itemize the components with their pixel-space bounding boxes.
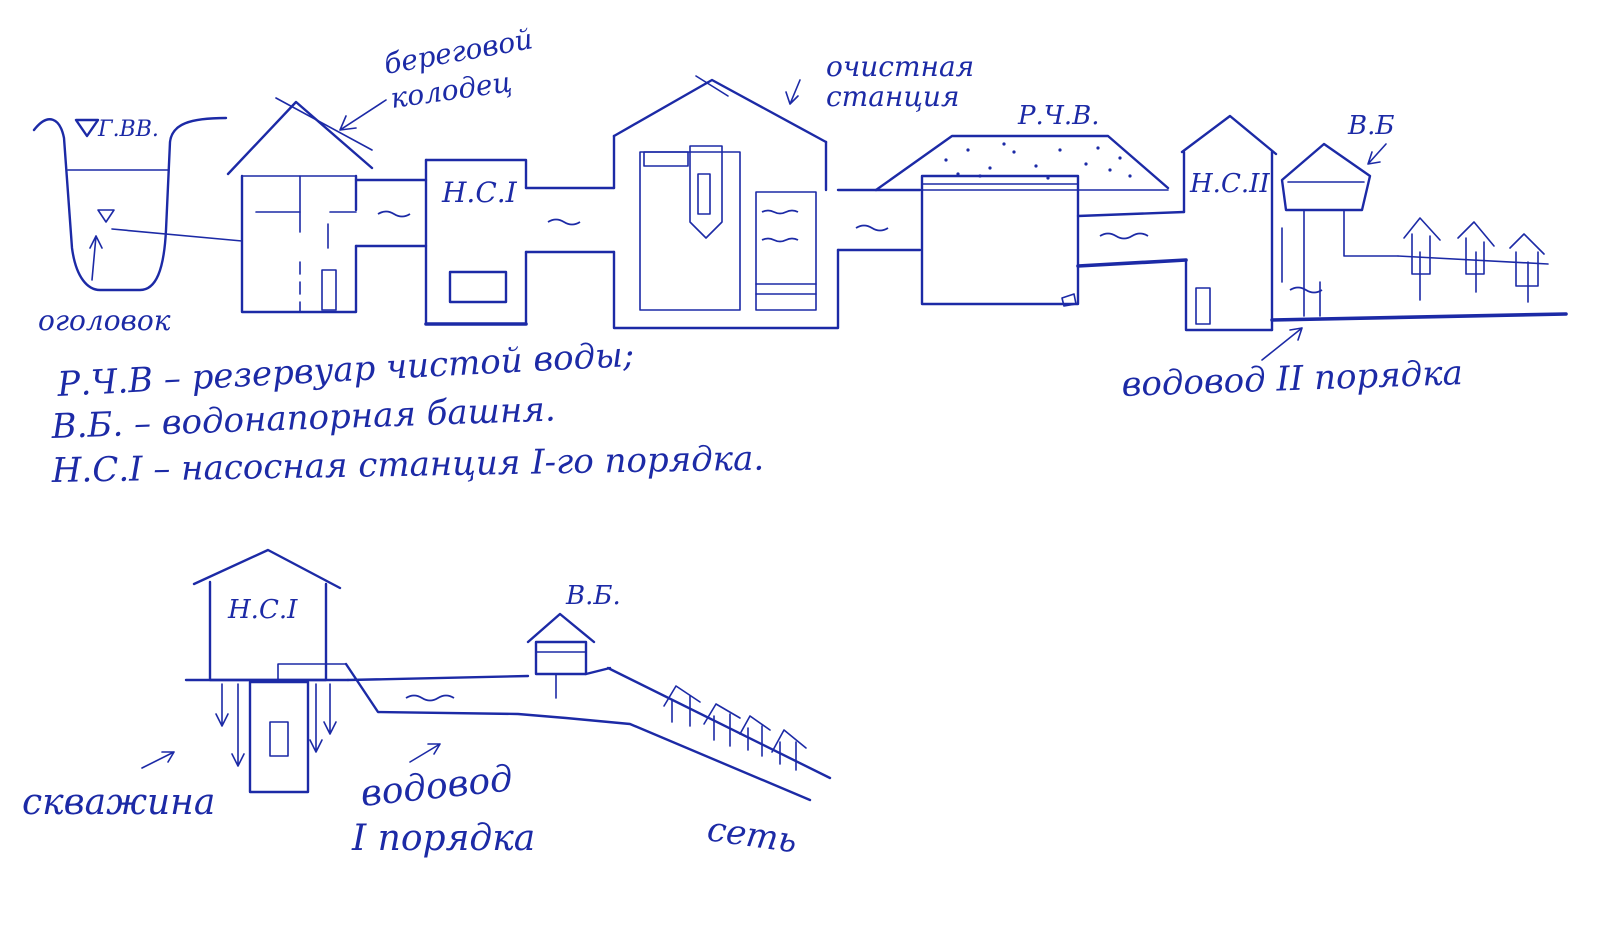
clean-water-reservoir — [874, 134, 1170, 307]
label-treatment-line2: станция — [826, 80, 959, 113]
pipe-rchv-ns2 — [1076, 210, 1186, 218]
label-conduit2: водовод II порядка — [1121, 353, 1464, 405]
label-ogolovok: оголовок — [38, 304, 171, 337]
conduit-2 — [1270, 227, 1568, 322]
arrow-borehole-icon — [141, 751, 175, 769]
label-rchv: Р.Ч.В. — [1017, 101, 1100, 131]
top-scheme: Г.ВВ. оголовок береговой колодец Н.С.I о… — [32, 22, 1568, 405]
intake-head-icon — [97, 209, 115, 223]
shore-well — [226, 97, 411, 314]
arrow-tower-icon — [1367, 143, 1387, 165]
legend-line-ns1: Н.С.I – насосная станция I-го порядка. — [50, 439, 764, 491]
label-conduit1-line2: I порядка — [351, 818, 535, 859]
river-source — [32, 116, 243, 292]
label-borehole: скважина — [22, 782, 215, 823]
bottom-scheme: Н.С.I В.Б. скважина водовод I порядка се… — [22, 548, 832, 861]
soil-dots — [944, 142, 1132, 180]
label-gvv: Г.ВВ. — [97, 117, 159, 142]
water-tower-bottom — [526, 612, 612, 699]
arrow-shore-well-icon — [339, 99, 387, 131]
pump-station-2 — [1180, 114, 1278, 332]
label-treatment-line1: очистная — [826, 50, 974, 83]
legend: Р.Ч.В – резервуар чистой воды; В.Б. – во… — [50, 335, 765, 491]
conduit-1 — [344, 662, 832, 802]
houses-top — [1403, 217, 1545, 303]
label-vb: В.Б — [1347, 111, 1394, 141]
treatment-station — [612, 75, 840, 330]
borehole — [215, 663, 347, 794]
arrow-conduit2-icon — [1261, 327, 1303, 361]
label-ns1-bottom: Н.С.I — [227, 595, 298, 625]
label-conduit1-line1: водовод — [359, 758, 515, 815]
label-ns2: Н.С.II — [1189, 169, 1270, 199]
label-vb-bottom: В.Б. — [565, 581, 621, 611]
water-level-marker-icon — [74, 118, 100, 138]
arrow-treatment-icon — [785, 79, 801, 105]
label-ns1: Н.С.I — [441, 176, 518, 209]
houses-bottom — [663, 685, 807, 771]
label-network: сеть — [705, 809, 800, 861]
arrow-intake-icon — [89, 235, 103, 281]
arrow-conduit1-icon — [409, 743, 441, 763]
water-tower — [1280, 142, 1549, 317]
pump-station-1 — [424, 158, 528, 326]
